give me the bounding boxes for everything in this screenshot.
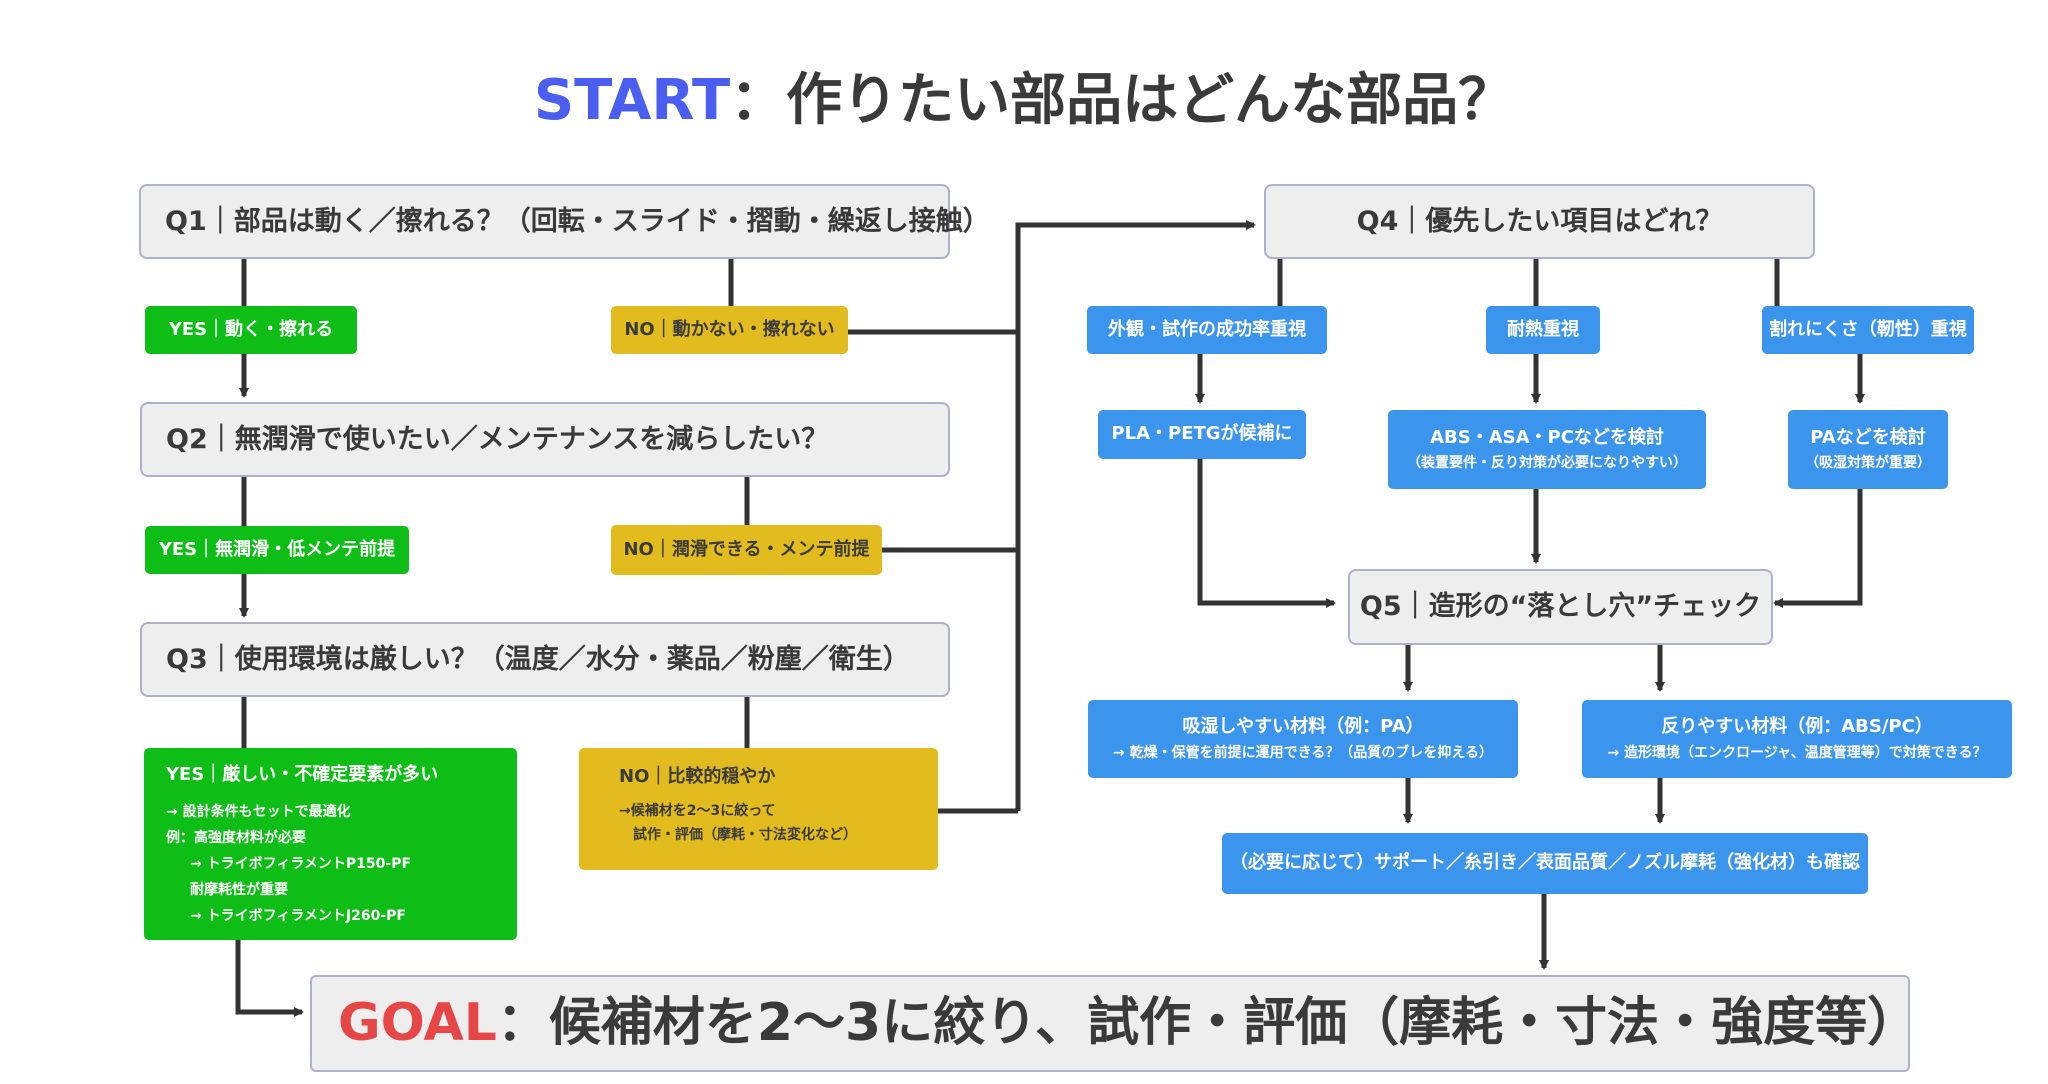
q5-check-title: 反りやすい材料（例：ABS/PC） [1661, 716, 1933, 737]
q4-result-label: PLA・PETGが候補に [1111, 423, 1293, 445]
q3-yes-line: → トライボフィラメントP150-PF [190, 855, 412, 872]
q1-no-label: NO｜動かない・擦れない [624, 318, 835, 340]
q2-box: Q2｜無潤滑で使いたい／メンテナンスを減らしたい？ [140, 402, 950, 477]
q3-yes-head: YES｜厳しい・不確定要素が多い [166, 764, 439, 785]
q5-check-box: 反りやすい材料（例：ABS/PC） → 造形環境（エンクロージャ、温度管理等）で… [1582, 700, 2012, 778]
q4-result-note: （装置要件・反り対策が必要になりやすい） [1407, 455, 1687, 471]
q1-question: Q1｜部品は動く／擦れる？（回転・スライド・摺動・繰返し接触） [165, 205, 990, 237]
q4-box: Q4｜優先したい項目はどれ？ [1264, 184, 1815, 259]
q4-result-label: ABS・ASA・PCなどを検討 [1430, 426, 1664, 448]
q5-final-label: （必要に応じて）サポート／糸引き／表面品質／ノズル摩耗（強化材）も確認 [1230, 852, 1860, 874]
q5-check-note: → 造形環境（エンクロージャ、温度管理等）で対策できる？ [1607, 744, 1987, 761]
q4-option-tag: 割れにくさ（靭性）重視 [1762, 306, 1974, 354]
q2-yes-tag: YES｜無潤滑・低メンテ前提 [145, 526, 409, 574]
q5-box: Q5｜造形の“落とし穴”チェック [1348, 569, 1773, 645]
q4-option-label: 耐熱重視 [1507, 318, 1579, 340]
q2-no-tag: NO｜潤滑できる・メンテ前提 [611, 525, 882, 575]
q3-yes-panel: YES｜厳しい・不確定要素が多い → 設計条件もセットで最適化 例：高強度材料が… [144, 748, 517, 940]
q3-yes-line: → トライボフィラメントJ260-PF [190, 907, 406, 924]
q5-check-note: → 乾燥・保管を前提に運用できる？（品質のブレを抑える） [1113, 744, 1493, 761]
connector-yes3-goal [235, 940, 304, 1017]
goal-box: GOAL：候補材を2〜3に絞り、試作・評価（摩耗・寸法・強度等） [310, 975, 1919, 1072]
connector-trunk [1015, 220, 1256, 811]
q5-question: Q5｜造形の“落とし穴”チェック [1359, 591, 1762, 623]
q3-box: Q3｜使用環境は厳しい？（温度／水分・薬品／粉塵／衛生） [140, 622, 950, 697]
goal-text: ：候補材を2〜3に絞り、試作・評価（摩耗・寸法・強度等） [496, 993, 1920, 1053]
q5-final-check: （必要に応じて）サポート／糸引き／表面品質／ノズル摩耗（強化材）も確認 [1222, 833, 1868, 894]
q3-yes-line: 例：高強度材料が必要 [166, 829, 306, 846]
start-title: START：作りたい部品はどんな部品？ [0, 55, 2048, 136]
q5-check-box: 吸湿しやすい材料（例：PA） → 乾燥・保管を前提に運用できる？（品質のブレを抑… [1088, 700, 1518, 778]
goal-keyword: GOAL [338, 993, 497, 1053]
q4-option-tag: 耐熱重視 [1486, 306, 1600, 354]
q3-yes-line: → 設計条件もセットで最適化 [166, 803, 351, 820]
q3-no-panel: NO｜比較的穏やか →候補材を2〜3に絞って 試作・評価（摩耗・寸法変化など） [579, 748, 938, 870]
q4-option-tag: 外観・試作の成功率重視 [1087, 306, 1327, 354]
q4-option-label: 外観・試作の成功率重視 [1108, 318, 1306, 340]
q3-no-head: NO｜比較的穏やか [619, 766, 776, 787]
q3-no-line: 試作・評価（摩耗・寸法変化など） [633, 826, 857, 843]
q4-result-box: ABS・ASA・PCなどを検討 （装置要件・反り対策が必要になりやすい） [1388, 410, 1706, 489]
q1-yes-tag: YES｜動く・擦れる [145, 306, 357, 354]
q1-no-tag: NO｜動かない・擦れない [611, 306, 848, 354]
connector-result3-q5 [1773, 486, 1863, 608]
q3-no-line: →候補材を2〜3に絞って [619, 802, 776, 819]
q4-option-label: 割れにくさ（靭性）重視 [1769, 318, 1967, 340]
q4-result-note: （吸湿対策が重要） [1805, 455, 1931, 471]
q5-check-title: 吸湿しやすい材料（例：PA） [1182, 716, 1424, 737]
q4-result-label: PAなどを検討 [1810, 426, 1926, 448]
q4-question: Q4｜優先したい項目はどれ？ [1356, 205, 1723, 237]
q3-question: Q3｜使用環境は厳しい？（温度／水分・薬品／粉塵／衛生） [166, 643, 910, 675]
start-keyword: START [533, 68, 731, 133]
start-question: ：作りたい部品はどんな部品？ [730, 68, 1515, 133]
q2-question: Q2｜無潤滑で使いたい／メンテナンスを減らしたい？ [166, 423, 829, 455]
q1-box: Q1｜部品は動く／擦れる？（回転・スライド・摺動・繰返し接触） [139, 184, 990, 259]
connector-result1-q5 [1197, 456, 1336, 608]
q4-result-box: PAなどを検討 （吸湿対策が重要） [1788, 410, 1948, 489]
q3-yes-line: 耐摩耗性が重要 [190, 881, 288, 898]
q2-no-label: NO｜潤滑できる・メンテ前提 [623, 538, 870, 560]
q2-yes-label: YES｜無潤滑・低メンテ前提 [158, 538, 396, 560]
q4-result-box: PLA・PETGが候補に [1098, 410, 1306, 459]
q1-yes-label: YES｜動く・擦れる [168, 318, 334, 340]
